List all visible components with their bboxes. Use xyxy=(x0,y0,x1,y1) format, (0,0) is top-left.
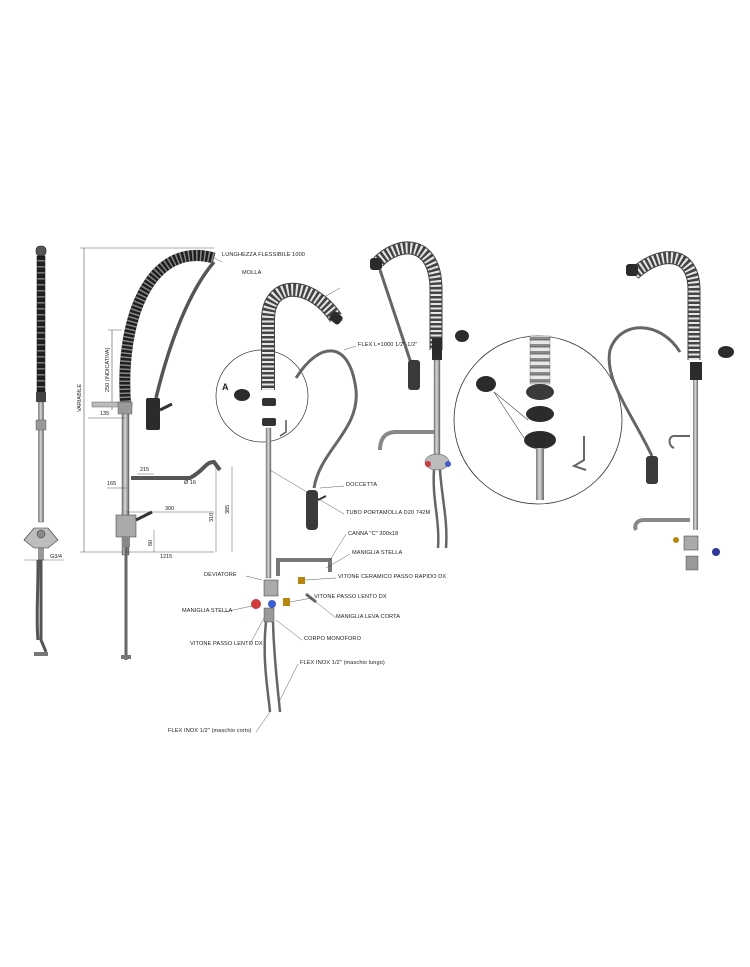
label-doccetta: DOCCETTA xyxy=(346,482,378,488)
label-vitone-passo-lento-right: VITONE PASSO LENTO DX xyxy=(314,594,387,600)
exploded-view xyxy=(213,257,358,733)
dim-385: 385 xyxy=(225,504,231,514)
dim-300: 300 xyxy=(165,506,175,512)
dim-g34: G3/4 xyxy=(50,554,62,560)
label-canna-c: CANNA "C" 300x18 xyxy=(348,531,399,537)
dim-135: 135 xyxy=(100,411,110,417)
dim-60: 60 xyxy=(148,539,154,546)
exploded-right-view xyxy=(607,251,734,571)
spring-coil xyxy=(36,255,46,393)
label-maniglia-stella-right: MANIGLIA STELLA xyxy=(352,550,403,556)
corpo-monoforo xyxy=(263,579,279,597)
label-vitone-passo-lento-left: VITONE PASSO LENTO DX xyxy=(190,641,263,647)
side-view xyxy=(23,245,64,656)
label-vitone-ceramico: VITONE CERAMICO PASSO RAPIDO DX xyxy=(338,574,447,580)
doccetta-body xyxy=(306,490,318,530)
dim-215: 215 xyxy=(140,467,150,473)
label-tubo-portamolla: TUBO PORTAMOLLA D20 742M xyxy=(346,510,431,516)
detail-a-enlarged xyxy=(453,335,623,505)
vitone-brass xyxy=(283,598,290,606)
label-flex-1000: FLEX L=1000 1/2"-1/2" xyxy=(358,342,418,348)
label-maniglia-leva-corta: MANIGLIA LEVA CORTA xyxy=(336,614,401,620)
blue-handle xyxy=(268,600,276,608)
label-flex-inox-corto: FLEX INOX 1/2" (maschio corto) xyxy=(168,728,252,734)
label-detail-a: A xyxy=(222,382,229,392)
label-deviatore: DEVIATORE xyxy=(204,572,237,578)
label-lunghezza-flessibile: LUNGHEZZA FLESSIBILE 1000 xyxy=(222,252,306,258)
dimensioned-front-view xyxy=(80,247,233,660)
dim-310: 310 xyxy=(209,512,215,522)
label-flex-inox-lungo: FLEX INOX 1/2" (maschio lungo) xyxy=(300,660,385,666)
label-molla: MOLLA xyxy=(242,270,262,276)
dim-1215: 1215 xyxy=(160,554,173,560)
dim-d16: Ø 16 xyxy=(184,480,196,486)
red-handle xyxy=(251,599,261,609)
dim-variabile: VARIABILE xyxy=(77,383,83,412)
label-maniglia-stella-left: MANIGLIA STELLA xyxy=(182,608,233,614)
assembled-3d-view xyxy=(370,241,469,549)
dim-165: 165 xyxy=(107,481,117,487)
spray-head xyxy=(146,398,160,430)
label-corpo-monoforo: CORPO MONOFORO xyxy=(304,636,362,642)
dim-250: 250 (INDICATIVA) xyxy=(105,347,111,392)
